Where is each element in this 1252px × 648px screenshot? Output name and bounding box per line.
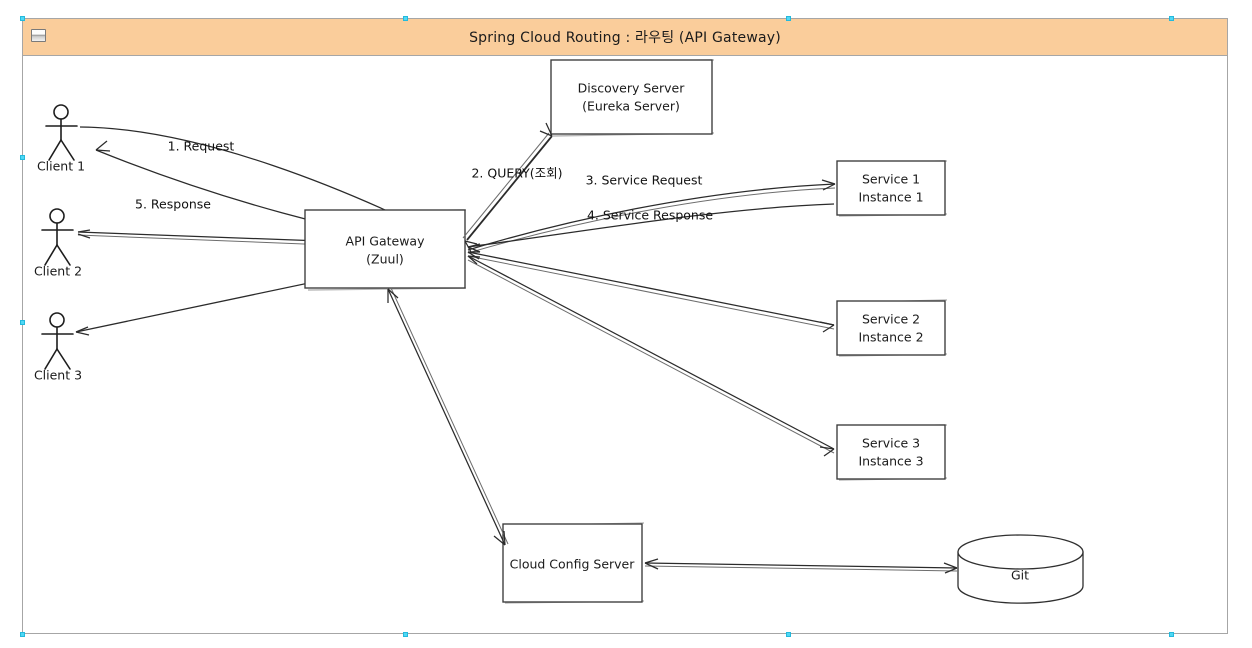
actor-label: Client 3 — [34, 368, 82, 383]
actor-label: Client 1 — [37, 159, 85, 174]
node-label-line1: Cloud Config Server — [510, 557, 636, 572]
node-label-line2: Instance 1 — [858, 190, 923, 205]
node-label-line1: Service 2 — [862, 312, 920, 327]
edge-label-request: 1. Request — [168, 139, 235, 154]
node-git[interactable]: Git — [957, 534, 1084, 604]
selection-handle-bottom-right[interactable] — [1169, 632, 1174, 637]
node-label-line1: Service 1 — [862, 172, 920, 187]
edge-config-git[interactable] — [644, 558, 958, 574]
node-api-gateway[interactable]: API Gateway (Zuul) — [304, 209, 467, 291]
selection-handle-bottom-center-right[interactable] — [786, 632, 791, 637]
node-label-line1: Discovery Server — [578, 81, 686, 96]
edge-gateway-service2[interactable] — [467, 251, 835, 333]
page-title: Spring Cloud Routing : 라우팅 (API Gateway) — [469, 30, 781, 46]
edge-gateway-config[interactable] — [387, 287, 509, 546]
edge-gateway-discovery[interactable] — [462, 122, 553, 253]
selection-handle-top-right[interactable] — [1169, 16, 1174, 21]
diagram-title-bar[interactable]: Spring Cloud Routing : 라우팅 (API Gateway) — [22, 18, 1228, 56]
actor-client-2[interactable]: Client 2 — [34, 208, 82, 279]
edge-label-service-response: 4. Service Response — [587, 208, 713, 223]
edge-service-response[interactable] — [467, 203, 835, 253]
node-cloud-config-server[interactable]: Cloud Config Server — [502, 522, 645, 604]
selection-handle-top-center-left[interactable] — [403, 16, 408, 21]
node-label-line2: (Eureka Server) — [582, 99, 680, 114]
selection-handle-left-upper[interactable] — [20, 155, 25, 160]
selection-handle-bottom-center-left[interactable] — [403, 632, 408, 637]
edge-label-response: 5. Response — [135, 197, 211, 212]
node-label-line2: Instance 3 — [858, 454, 923, 469]
node-service-1[interactable]: Service 1 Instance 1 — [836, 160, 948, 217]
node-discovery-server[interactable]: Discovery Server (Eureka Server) — [550, 59, 715, 137]
selection-handle-bottom-left[interactable] — [20, 632, 25, 637]
actor-client-1[interactable]: Client 1 — [37, 104, 85, 174]
actor-label: Client 2 — [34, 264, 82, 279]
selection-handle-top-center-right[interactable] — [786, 16, 791, 21]
selection-handle-top-left[interactable] — [20, 16, 25, 21]
node-label-line1: Service 3 — [862, 436, 920, 451]
edge-gateway-service3[interactable] — [467, 255, 835, 457]
note-window-icon — [31, 29, 46, 42]
node-label-line2: (Zuul) — [366, 252, 404, 267]
node-service-3[interactable]: Service 3 Instance 3 — [836, 424, 948, 481]
actor-client-3[interactable]: Client 3 — [34, 312, 82, 383]
edge-label-query: 2. QUERY(조회) — [471, 166, 562, 181]
edge-label-service-request: 3. Service Request — [586, 173, 703, 188]
node-label-line1: Git — [1011, 568, 1029, 583]
selection-handle-left-middle[interactable] — [20, 320, 25, 325]
node-label-line2: Instance 2 — [858, 330, 923, 345]
node-service-2[interactable]: Service 2 Instance 2 — [836, 299, 948, 357]
node-label-line1: API Gateway — [346, 234, 426, 249]
